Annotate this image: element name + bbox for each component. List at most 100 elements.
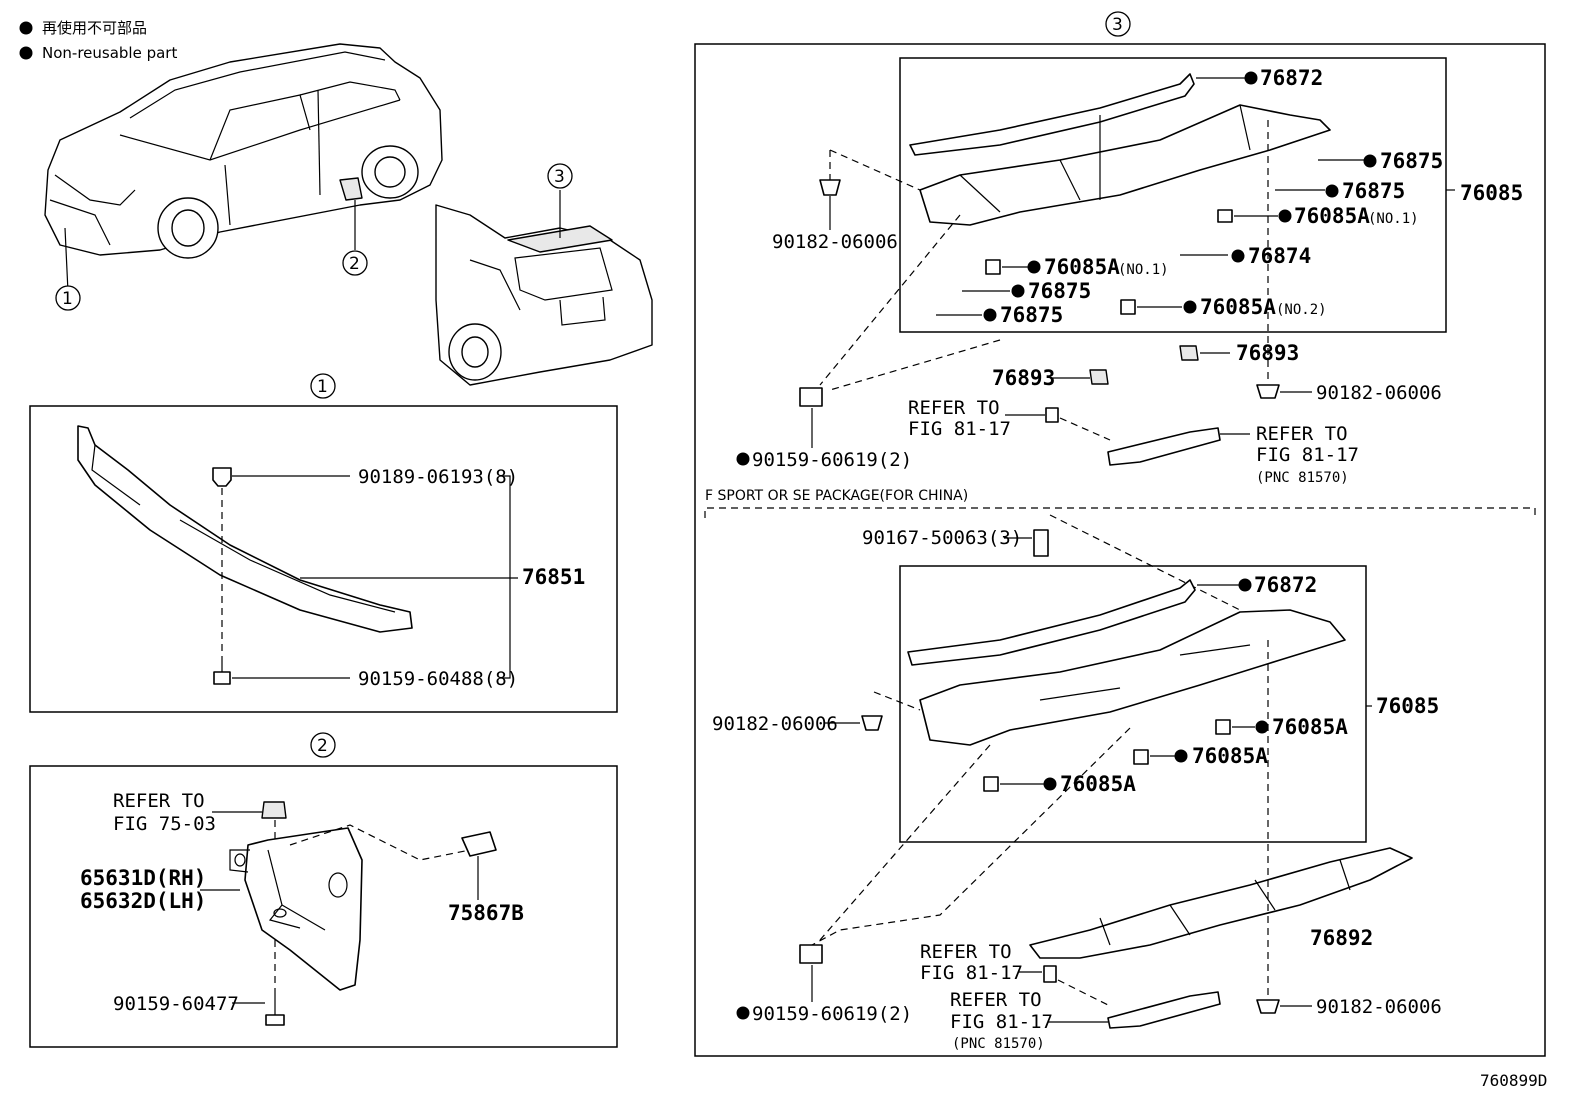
section-3-number: 3 [1112,15,1123,35]
screw-icon [1045,407,1059,423]
label-76085-lower: 76085 [1376,694,1439,718]
label-refer-to-b: REFER TO [1256,423,1348,445]
section-3-frame [694,43,1546,1057]
label-90159-60619-upper: 90159-60619(2) [752,449,912,471]
screw-icon [213,660,231,685]
bracket-76893-icon [1179,345,1199,361]
label-76872-lower: 76872 [1254,573,1317,597]
section-3: 3 76872 76875 76875 76085A (NO.1) 76085 [694,11,1546,1057]
high-mount-stop-lamp-lower [1107,991,1221,1029]
label-76874: 76874 [1248,244,1311,268]
label-76085a-no1-left: 76085A [1044,255,1120,279]
label-fig-81-17-d: FIG 81-17 [950,1011,1053,1033]
section-1-number: 1 [317,377,328,397]
section-2-frame [29,765,618,1048]
label-75867b: 75867B [448,901,524,925]
clip-90182-icon [861,715,883,731]
clip-90182-icon [1256,384,1280,399]
clip-90182-icon [819,179,841,196]
legend-jp: 再使用不可部品 [42,19,147,37]
label-pnc-81570-lower: (PNC 81570) [952,1036,1045,1052]
front-spoiler-part [77,425,413,633]
callout-3: 3 [554,167,565,187]
callout-2: 2 [349,254,360,274]
non-reusable-dot-icon [19,46,33,60]
screw-icon [1043,965,1057,983]
label-76085a-no1-right: 76085A [1294,204,1370,228]
section-2-number: 2 [317,736,328,756]
legend: 再使用不可部品 Non-reusable part [19,19,177,62]
label-76875-c: 76875 [1028,279,1091,303]
nut-90159-icon [799,944,823,964]
label-76085a-lower-2: 76085A [1192,744,1268,768]
label-76875-b: 76875 [1342,179,1405,203]
label-90189-06193: 90189-06193(8) [358,466,518,488]
label-fig-81-17-a: FIG 81-17 [908,418,1011,440]
label-fig-75-03: FIG 75-03 [113,813,216,835]
car-rear-illustration: 3 [435,163,653,386]
label-no1-left: (NO.1) [1118,262,1169,278]
rear-spoiler-trim-76872 [909,73,1195,156]
clip-icon [1215,719,1231,735]
clip-75867b-icon [461,831,497,900]
non-reusable-dot-icon [19,21,33,35]
clip-90182-icon [1256,999,1280,1014]
label-65631d: 65631D(RH) [80,866,206,890]
label-65632d: 65632D(LH) [80,889,206,913]
label-fig-81-17-b: FIG 81-17 [1256,444,1359,466]
high-mount-stop-lamp-upper [1107,427,1221,466]
label-76875-d: 76875 [1000,303,1063,327]
label-90182-06006-upper-left: 90182-06006 [772,231,898,253]
package-title: F SPORT OR SE PACKAGE(FOR CHINA) [705,488,968,504]
screw-icon [265,995,285,1026]
rear-spoiler-trim-76872-lower [907,579,1196,666]
label-76892: 76892 [1310,926,1373,950]
label-90159-60488: 90159-60488(8) [358,668,518,690]
label-90182-06006-lower-right: 90182-06006 [1316,996,1442,1018]
section-2: 2 REFER TO FIG 75-03 65631D(RH) 65632D(L… [29,732,618,1048]
nut-90159-icon [799,387,823,407]
label-90159-60619-lower: 90159-60619(2) [752,1003,912,1025]
car-front-illustration: 1 2 [44,43,443,311]
label-76085-upper: 76085 [1460,181,1523,205]
label-no1-right: (NO.1) [1368,211,1419,227]
nut-icon [261,801,287,819]
garnish-76892 [1029,847,1413,959]
callout-1: 1 [62,289,73,309]
clip-icon [983,776,999,792]
label-no2: (NO.2) [1276,302,1327,318]
bracket-76893-icon [1089,369,1109,385]
label-76085a-lower-3: 76085A [1060,772,1136,796]
clip-icon [1133,749,1149,765]
label-refer-to-a: REFER TO [908,397,1000,419]
clip-icon [1120,299,1136,315]
label-90182-06006-lower-left: 90182-06006 [712,713,838,735]
legend-en: Non-reusable part [42,44,177,62]
label-76085a-no2: 76085A [1200,295,1276,319]
clip-icon [1217,209,1233,223]
screw-icon [1033,529,1049,557]
label-refer-to-c: REFER TO [920,941,1012,963]
rear-spoiler-76085-lower [919,609,1346,746]
section-1: 1 90189-06193(8) 90159-60488(8) 76851 [29,373,618,713]
label-90182-06006-upper-right: 90182-06006 [1316,382,1442,404]
label-76085a-lower-1: 76085A [1272,715,1348,739]
label-90159-60477: 90159-60477 [113,993,239,1015]
label-76893-left: 76893 [992,366,1055,390]
lower-spoiler-box [899,565,1367,843]
clip-icon [212,467,232,487]
upper-spoiler-box [899,57,1447,333]
label-pnc-81570-upper: (PNC 81570) [1256,470,1349,486]
label-76875-a: 76875 [1380,149,1443,173]
rear-spoiler-76085 [919,104,1331,226]
label-fig-81-17-c: FIG 81-17 [920,962,1023,984]
section-1-frame [29,405,618,713]
label-90167-50063: 90167-50063(3) [862,527,1022,549]
label-76872: 76872 [1260,66,1323,90]
label-refer-to-d: REFER TO [950,989,1042,1011]
label-refer-to-75: REFER TO [113,790,205,812]
label-76851: 76851 [522,565,585,589]
diagram-code: 760899D [1480,1071,1547,1090]
clip-icon [985,259,1001,275]
